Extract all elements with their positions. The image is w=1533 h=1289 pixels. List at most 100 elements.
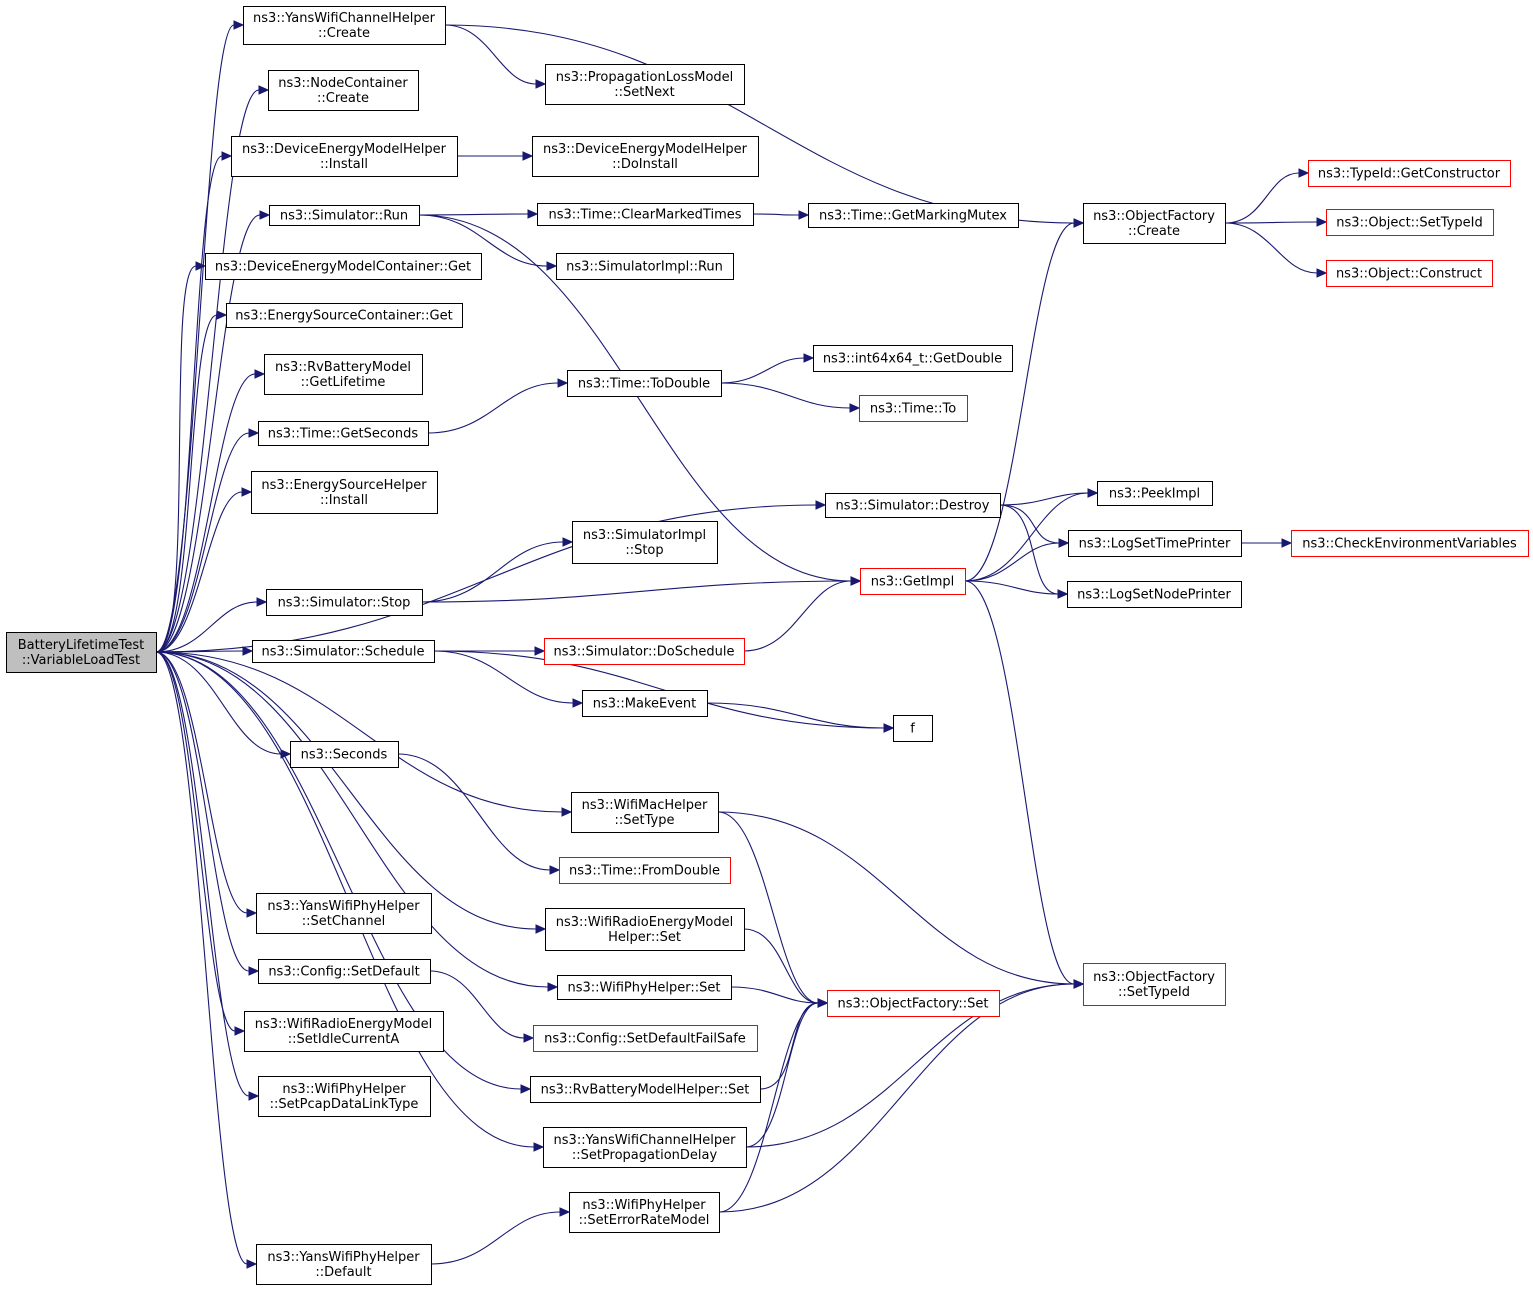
- node-label: ns3::NodeContainer: [278, 76, 408, 91]
- arrowhead-object-factory-set: [817, 998, 829, 1008]
- node-dev-energy-container-get[interactable]: ns3::DeviceEnergyModelContainer::Get: [205, 253, 482, 280]
- node-box: [258, 959, 431, 984]
- node-prop-loss-set-next[interactable]: ns3::PropagationLossModel::SetNext: [545, 64, 745, 105]
- node-sim-stop[interactable]: ns3::Simulator::Stop: [266, 589, 423, 616]
- node-object-factory-set[interactable]: ns3::ObjectFactory::Set: [827, 990, 1000, 1017]
- edge-sim-stop-to-get-impl: [421, 580, 852, 603]
- node-sim-do-schedule[interactable]: ns3::Simulator::DoSchedule: [544, 638, 745, 665]
- node-label: ns3::WifiRadioEnergyModel: [255, 1017, 433, 1032]
- node-label: ns3::MakeEvent: [593, 697, 697, 712]
- node-object-factory-set-type-id[interactable]: ns3::ObjectFactory::SetTypeId: [1083, 963, 1226, 1006]
- edge-wifi-mac-set-type-to-object-factory-set: [717, 811, 819, 1004]
- node-box: [1068, 530, 1242, 557]
- node-sim-impl-run[interactable]: ns3::SimulatorImpl::Run: [556, 253, 734, 280]
- node-label: ns3::LogSetNodePrinter: [1077, 588, 1231, 603]
- node-label: ::DoInstall: [612, 157, 678, 172]
- node-box: [808, 203, 1019, 228]
- node-box: [557, 975, 732, 1000]
- node-rv-get-lifetime[interactable]: ns3::RvBatteryModel::GetLifetime: [264, 354, 423, 395]
- node-box: [1083, 203, 1226, 244]
- node-time-clear-marked[interactable]: ns3::Time::ClearMarkedTimes: [537, 203, 754, 226]
- node-box: [243, 6, 446, 45]
- node-box: [582, 690, 708, 717]
- node-energy-source-install[interactable]: ns3::EnergySourceHelper::Install: [251, 471, 438, 514]
- edge-root-to-energy-source-install: [155, 491, 243, 653]
- node-config-set-default-failsafe[interactable]: ns3::Config::SetDefaultFailSafe: [533, 1025, 758, 1052]
- node-label: ns3::Simulator::DoSchedule: [553, 645, 734, 660]
- node-time-to[interactable]: ns3::Time::To: [859, 395, 968, 422]
- node-box: [556, 253, 734, 280]
- node-time-get-marking-mutex[interactable]: ns3::Time::GetMarkingMutex: [808, 203, 1019, 228]
- node-make-event[interactable]: ns3::MakeEvent: [582, 690, 708, 717]
- node-peek-impl[interactable]: ns3::PeekImpl: [1097, 481, 1213, 506]
- node-time-to-double[interactable]: ns3::Time::ToDouble: [567, 370, 722, 397]
- edge-yans-chan-create-to-object-factory-create: [444, 24, 1075, 224]
- arrowhead-make-event: [572, 698, 584, 708]
- node-time-get-seconds[interactable]: ns3::Time::GetSeconds: [258, 421, 429, 446]
- edge-sim-schedule-to-make-event: [433, 650, 574, 704]
- node-log-set-time-printer[interactable]: ns3::LogSetTimePrinter: [1068, 530, 1242, 557]
- node-label: ns3::YansWifiChannelHelper: [554, 1133, 737, 1148]
- node-seconds[interactable]: ns3::Seconds: [290, 741, 399, 768]
- node-int64-get-double[interactable]: ns3::int64x64_t::GetDouble: [813, 345, 1013, 372]
- edge-root-to-wifi-radio-helper-set: [155, 651, 537, 930]
- edge-sim-run-to-sim-impl-run: [418, 214, 548, 267]
- node-sim-destroy[interactable]: ns3::Simulator::Destroy: [825, 493, 1001, 518]
- edge-get-impl-to-log-set-node-printer: [964, 580, 1059, 595]
- node-wifi-phy-error-rate[interactable]: ns3::WifiPhyHelper::SetErrorRateModel: [569, 1192, 720, 1233]
- node-yans-phy-set-channel[interactable]: ns3::YansWifiPhyHelper::SetChannel: [256, 893, 432, 934]
- arrowhead-prop-loss-set-next: [535, 79, 547, 89]
- node-yans-phy-default[interactable]: ns3::YansWifiPhyHelper::Default: [256, 1244, 432, 1285]
- node-yans-chan-create[interactable]: ns3::YansWifiChannelHelper::Create: [243, 6, 446, 45]
- arrowhead-dev-energy-do-install: [522, 151, 534, 161]
- node-box: [572, 521, 718, 564]
- node-type-id-get-constructor[interactable]: ns3::TypeId::GetConstructor: [1308, 160, 1511, 187]
- node-check-env-vars[interactable]: ns3::CheckEnvironmentVariables: [1291, 530, 1529, 557]
- node-label: ns3::RvBatteryModel: [275, 360, 411, 375]
- node-yans-chan-prop-delay[interactable]: ns3::YansWifiChannelHelper::SetPropagati…: [543, 1127, 747, 1168]
- node-label: ::Stop: [625, 543, 663, 558]
- node-time-from-double[interactable]: ns3::Time::FromDouble: [559, 857, 731, 884]
- node-wifi-mac-set-type[interactable]: ns3::WifiMacHelper::SetType: [571, 792, 719, 833]
- node-sim-schedule[interactable]: ns3::Simulator::Schedule: [252, 640, 435, 663]
- node-wifi-radio-idle[interactable]: ns3::WifiRadioEnergyModel::SetIdleCurren…: [244, 1011, 444, 1052]
- node-log-set-node-printer[interactable]: ns3::LogSetNodePrinter: [1067, 581, 1242, 608]
- arrowhead-wifi-phy-pcap: [248, 1091, 260, 1101]
- node-box: [825, 493, 1001, 518]
- node-label: ns3::Config::SetDefaultFailSafe: [544, 1032, 746, 1047]
- edge-wifi-mac-set-type-to-object-factory-set-type-id: [717, 811, 1075, 985]
- edge-root-to-yans-chan-create: [155, 24, 235, 653]
- node-dev-energy-do-install[interactable]: ns3::DeviceEnergyModelHelper::DoInstall: [532, 136, 759, 177]
- node-root[interactable]: BatteryLifetimeTest::VariableLoadTest: [6, 632, 157, 673]
- node-label: ::SetChannel: [302, 914, 385, 929]
- node-get-impl[interactable]: ns3::GetImpl: [860, 568, 966, 595]
- node-label: ns3::CheckEnvironmentVariables: [1302, 537, 1517, 552]
- arrowhead-get-impl: [850, 576, 862, 586]
- node-dev-energy-install[interactable]: ns3::DeviceEnergyModelHelper::Install: [231, 136, 458, 177]
- arrowhead-time-to-double: [557, 378, 569, 388]
- node-box: [290, 741, 399, 768]
- node-f[interactable]: f: [893, 715, 933, 742]
- node-label: ns3::Time::ClearMarkedTimes: [548, 208, 741, 223]
- node-wifi-phy-pcap[interactable]: ns3::WifiPhyHelper::SetPcapDataLinkType: [258, 1076, 431, 1117]
- node-sim-impl-stop[interactable]: ns3::SimulatorImpl::Stop: [572, 521, 718, 564]
- node-label: Helper::Set: [608, 930, 681, 945]
- node-wifi-phy-set[interactable]: ns3::WifiPhyHelper::Set: [557, 975, 732, 1000]
- arrowhead-yans-chan-prop-delay: [533, 1142, 545, 1152]
- node-box: [258, 421, 429, 446]
- node-label: ns3::Simulator::Run: [280, 209, 408, 224]
- node-object-construct[interactable]: ns3::Object::Construct: [1326, 260, 1493, 287]
- node-energy-source-container-get[interactable]: ns3::EnergySourceContainer::Get: [226, 303, 463, 328]
- node-box: [266, 589, 423, 616]
- node-box: [567, 370, 722, 397]
- node-object-set-type-id[interactable]: ns3::Object::SetTypeId: [1326, 209, 1494, 236]
- node-sim-run[interactable]: ns3::Simulator::Run: [269, 205, 420, 226]
- node-label: ns3::WifiPhyHelper: [582, 1198, 706, 1213]
- node-label: ns3::GetImpl: [871, 575, 955, 590]
- node-config-set-default[interactable]: ns3::Config::SetDefault: [258, 959, 431, 984]
- node-object-factory-create[interactable]: ns3::ObjectFactory::Create: [1083, 203, 1226, 244]
- node-node-container-create[interactable]: ns3::NodeContainer::Create: [268, 70, 419, 111]
- node-box: [269, 205, 420, 226]
- node-rv-helper-set[interactable]: ns3::RvBatteryModelHelper::Set: [530, 1076, 761, 1103]
